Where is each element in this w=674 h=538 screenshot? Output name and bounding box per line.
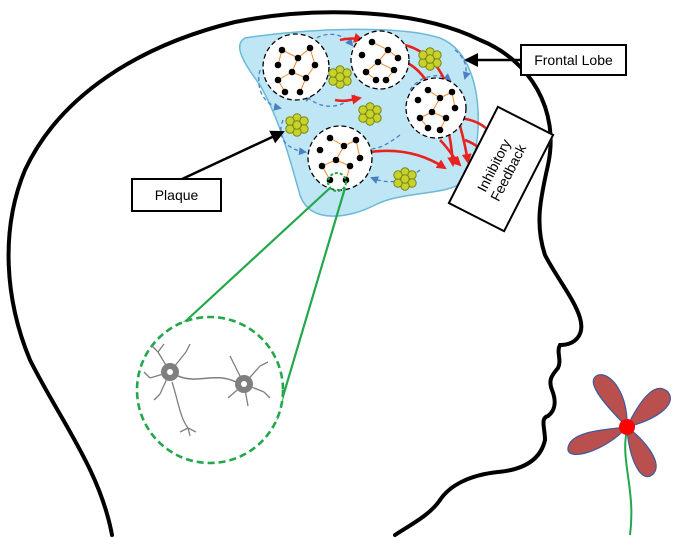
flower-petal-right bbox=[627, 388, 670, 427]
zoom-line-right bbox=[276, 188, 345, 420]
flower-petal-left bbox=[568, 427, 627, 454]
plaque-label: Plaque bbox=[131, 178, 222, 212]
frontal-lobe-label: Frontal Lobe bbox=[520, 44, 627, 76]
flower bbox=[568, 375, 670, 535]
plaque-text: Plaque bbox=[155, 187, 199, 203]
neural-cluster-3 bbox=[406, 78, 466, 138]
plaque-pointer bbox=[180, 132, 283, 180]
flower-petal-top bbox=[593, 375, 627, 427]
neuron-pair-zoom bbox=[137, 317, 283, 463]
neural-cluster-1 bbox=[263, 34, 329, 100]
frontal-lobe-text: Frontal Lobe bbox=[534, 52, 613, 68]
flower-center bbox=[619, 419, 635, 435]
neural-cluster-4 bbox=[308, 126, 372, 191]
flower-petal-bottom bbox=[627, 427, 656, 477]
neural-cluster-2 bbox=[351, 31, 409, 89]
